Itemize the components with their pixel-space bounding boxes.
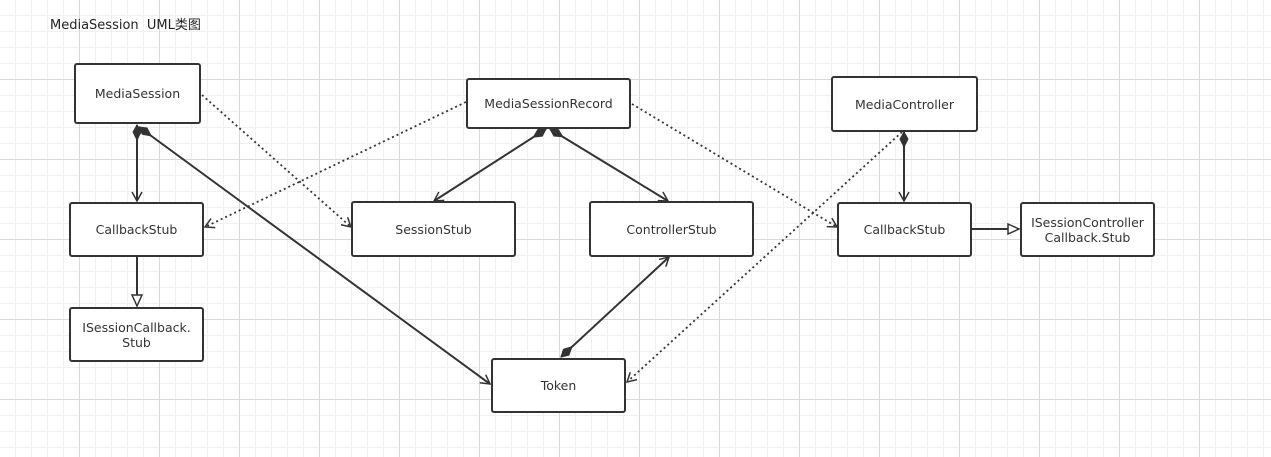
class-callback-stub-left-label: CallbackStub [95,222,178,237]
class-media-session-label: MediaSession [94,86,181,101]
class-isession-callback-stub-label: ISessionCallback.Stub [82,319,191,350]
class-controller-stub[interactable]: ControllerStub [589,201,754,257]
edge-mediacontroller-depends-token[interactable] [625,131,903,384]
diagram-title: MediaSession UML类图 [50,18,201,33]
edge-mediasessionrecord-to-sessionstub[interactable] [432,128,547,202]
class-controller-stub-label: ControllerStub [626,221,717,237]
class-token[interactable]: Token [491,358,626,413]
class-media-controller[interactable]: MediaController [831,76,978,132]
class-token-label: Token [540,378,577,393]
class-media-controller-label: MediaController [854,96,955,112]
edge-mediasession-to-token[interactable] [138,126,492,385]
class-media-session[interactable]: MediaSession [74,63,201,124]
class-callback-stub-left[interactable]: CallbackStub [69,202,204,257]
edge-token-to-controllerstub[interactable] [560,255,671,358]
class-isession-controller-callback-stub[interactable]: ISessionControllerCallback.Stub [1020,202,1155,257]
class-session-stub[interactable]: SessionStub [351,201,516,257]
class-callback-stub-right[interactable]: CallbackStub [837,202,972,257]
edge-mediasession-depends-sessionstub[interactable] [201,94,353,229]
class-callback-stub-right-label: CallbackStub [863,222,946,237]
class-media-session-record[interactable]: MediaSessionRecord [466,78,631,129]
class-isession-controller-callback-stub-label: ISessionControllerCallback.Stub [1031,214,1144,245]
edge-mediasessionrecord-depends-callbackstub[interactable] [203,101,467,229]
class-media-session-record-label: MediaSessionRecord [484,96,613,111]
edge-mediasessionrecord-to-controllerstub[interactable] [549,128,670,202]
class-session-stub-label: SessionStub [395,221,472,237]
class-isession-callback-stub[interactable]: ISessionCallback.Stub [69,307,204,362]
